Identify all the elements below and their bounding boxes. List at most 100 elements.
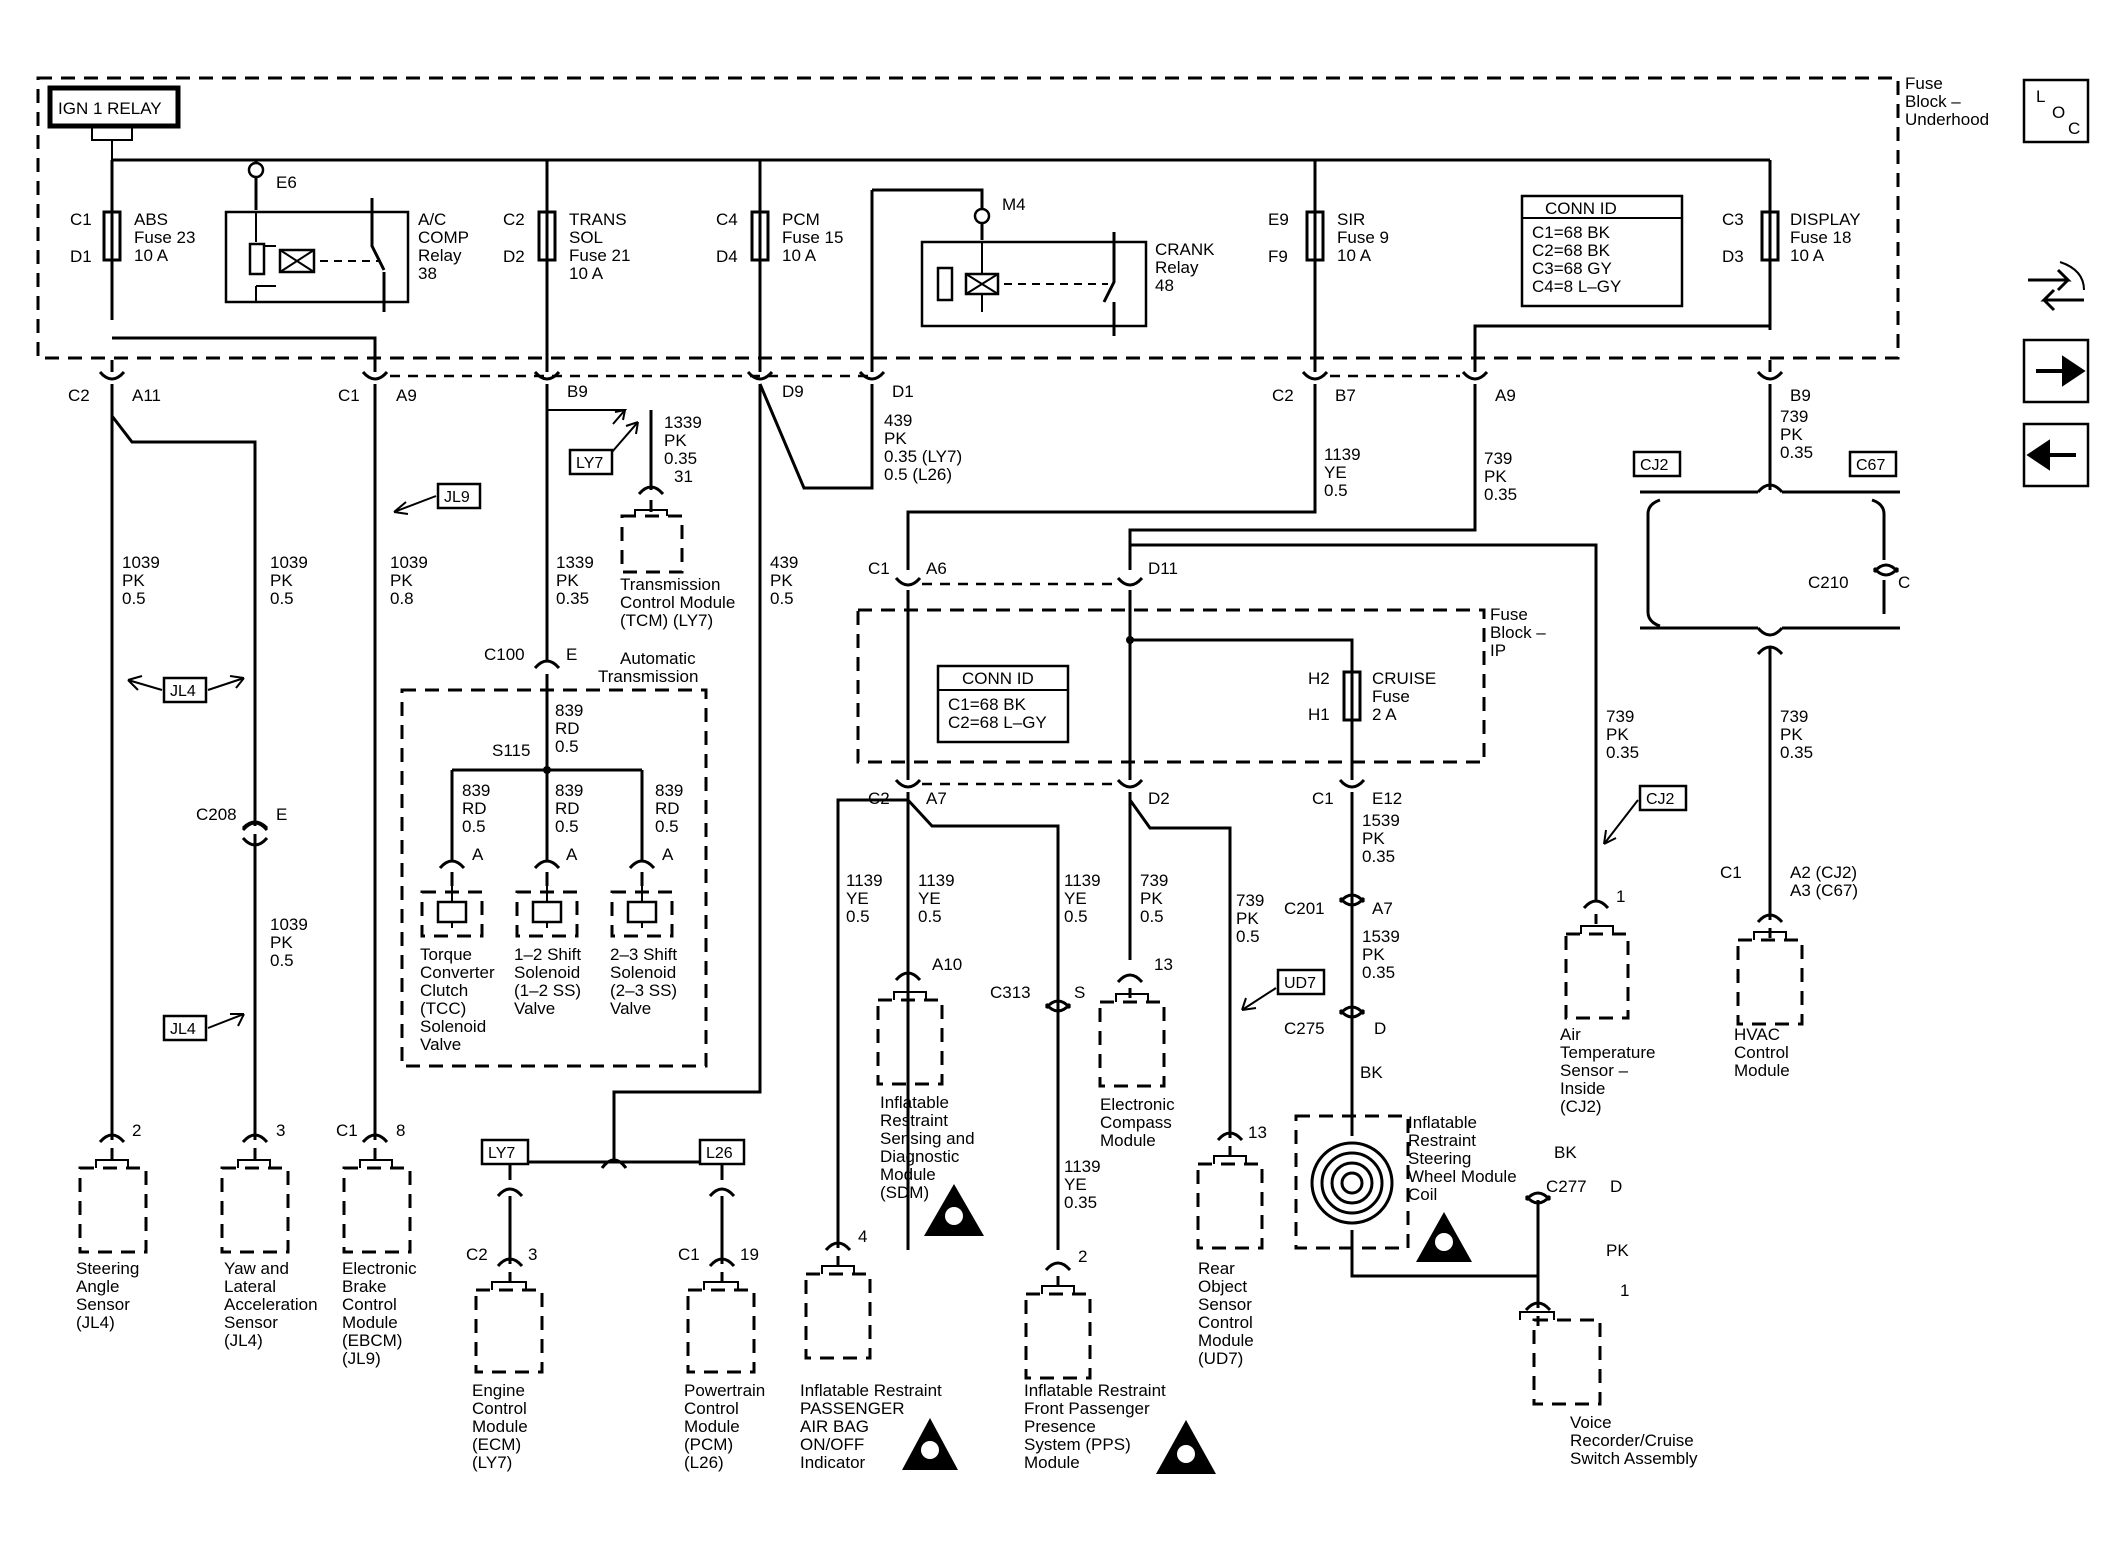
svg-text:1039: 1039 — [270, 553, 308, 572]
ebcm[interactable]: C1 8 Electronic Brake Control Module (EB… — [336, 1121, 417, 1368]
svg-text:Module: Module — [684, 1417, 740, 1436]
connector-c208: C208 E — [196, 805, 287, 847]
svg-text:Rear: Rear — [1198, 1259, 1235, 1278]
shift-solenoid-2-3[interactable]: A 2–3 Shift Solenoid (2–3 SS) Valve — [610, 845, 677, 1018]
svg-text:Valve: Valve — [514, 999, 555, 1018]
svg-text:CJ2: CJ2 — [1640, 457, 1669, 474]
svg-text:4: 4 — [858, 1227, 867, 1246]
hvac-control-module[interactable]: C1 A2 (CJ2) A3 (C67) HVAC Control Module — [1720, 863, 1858, 1080]
svg-text:Solenoid: Solenoid — [514, 963, 580, 982]
loc-button[interactable]: L O C — [2022, 78, 2090, 144]
svg-text:(JL4): (JL4) — [224, 1331, 263, 1350]
svg-text:YE: YE — [1324, 463, 1347, 482]
svg-text:2 A: 2 A — [1372, 705, 1397, 724]
fuse-display: C3 D3 DISPLAY Fuse 18 10 A — [1722, 210, 1861, 266]
svg-text:E12: E12 — [1372, 789, 1402, 808]
svg-text:0.5: 0.5 — [918, 907, 942, 926]
pps-module[interactable]: 2 Inflatable Restraint Front Passenger P… — [1024, 1247, 1216, 1474]
svg-text:Underhood: Underhood — [1905, 110, 1989, 129]
voice-recorder-switch[interactable]: BK C277 D PK 1 Voice Recorder/Cruise Swi… — [1519, 1143, 1698, 1468]
svg-text:1139: 1139 — [918, 871, 955, 890]
svg-text:Control Module: Control Module — [620, 593, 735, 612]
svg-text:C1: C1 — [678, 1245, 700, 1264]
svg-text:Coil: Coil — [1408, 1185, 1437, 1204]
airbag-onoff-indicator[interactable]: 4 Inflatable Restraint PASSENGER AIR BAG… — [800, 1227, 958, 1472]
svg-text:Module: Module — [342, 1313, 398, 1332]
svg-text:C2: C2 — [503, 210, 525, 229]
svg-text:Air: Air — [1560, 1025, 1581, 1044]
shift-solenoid-1-2[interactable]: A 1–2 Shift Solenoid (1–2 SS) Valve — [514, 845, 581, 1018]
svg-text:YE: YE — [846, 889, 869, 908]
svg-text:PK: PK — [1362, 829, 1385, 848]
svg-text:RD: RD — [555, 719, 580, 738]
electronic-compass-module[interactable]: 13 Electronic Compass Module — [1098, 955, 1175, 1150]
underhood-connector-row — [98, 360, 1784, 381]
swap-icon[interactable] — [2028, 261, 2085, 312]
svg-text:739: 739 — [1140, 871, 1168, 890]
svg-text:739: 739 — [1606, 707, 1634, 726]
connector-c313: C313 S — [990, 983, 1085, 1013]
arrow-right-icon[interactable] — [2022, 338, 2090, 404]
svg-text:PK: PK — [1362, 945, 1385, 964]
pcm[interactable]: C1 19 Powertrain Control Module (PCM) (L… — [678, 1245, 765, 1472]
svg-text:B7: B7 — [1335, 386, 1356, 405]
svg-text:439: 439 — [770, 553, 798, 572]
svg-text:CONN ID: CONN ID — [1545, 199, 1617, 218]
svg-text:C4=8 L–GY: C4=8 L–GY — [1532, 277, 1621, 296]
ign1-relay: IGN 1 RELAY — [47, 85, 181, 160]
svg-text:Torque: Torque — [420, 945, 472, 964]
svg-text:JL4: JL4 — [170, 683, 196, 700]
svg-text:2: 2 — [1078, 1247, 1087, 1266]
svg-text:Diagnostic: Diagnostic — [880, 1147, 960, 1166]
steering-wheel-coil[interactable]: Inflatable Restraint Steering Wheel Modu… — [1294, 1113, 1540, 1278]
wire-1039-ebcm: 1039 PK 0.8 — [390, 553, 428, 608]
svg-text:10 A: 10 A — [782, 246, 817, 265]
svg-text:739: 739 — [1780, 407, 1808, 426]
option-jl4-bottom: JL4 — [162, 1013, 245, 1042]
svg-text:Sensor –: Sensor – — [1560, 1061, 1629, 1080]
fuse-abs: C1 D1 ABS Fuse 23 10 A — [70, 210, 195, 266]
air-temp-sensor[interactable]: 1 Air Temperature Sensor – Inside (CJ2) — [1560, 887, 1655, 1116]
svg-text:Steering: Steering — [1408, 1149, 1471, 1168]
wire-839: 839 RD 0.5 S115 839 RD 0.5 839 RD 0.5 83… — [462, 701, 683, 836]
ecm[interactable]: C2 3 Engine Control Module (ECM) (LY7) — [466, 1245, 544, 1472]
svg-text:UD7: UD7 — [1284, 975, 1316, 992]
svg-text:A11: A11 — [132, 386, 161, 405]
svg-text:E: E — [276, 805, 287, 824]
svg-text:Block –: Block – — [1905, 92, 1961, 111]
svg-text:Angle: Angle — [76, 1277, 119, 1296]
tcc-solenoid[interactable]: A Torque Converter Clutch (TCC) Solenoid… — [420, 845, 495, 1054]
svg-text:Control: Control — [1198, 1313, 1253, 1332]
svg-text:Engine: Engine — [472, 1381, 525, 1400]
wire-1039-left: 1039 PK 0.5 — [122, 553, 160, 608]
svg-text:739: 739 — [1484, 449, 1512, 468]
svg-text:Inflatable Restraint: Inflatable Restraint — [1024, 1381, 1166, 1400]
svg-text:Automatic: Automatic — [620, 649, 696, 668]
svg-text:PK: PK — [664, 431, 687, 450]
svg-text:PK: PK — [1140, 889, 1163, 908]
svg-text:1–2 Shift: 1–2 Shift — [514, 945, 581, 964]
svg-text:0.5: 0.5 — [122, 589, 146, 608]
option-cj2-top: CJ2 — [1632, 450, 1682, 478]
svg-text:1539: 1539 — [1362, 811, 1400, 830]
svg-text:C208: C208 — [196, 805, 237, 824]
svg-text:(TCC): (TCC) — [420, 999, 466, 1018]
svg-text:439: 439 — [884, 411, 912, 430]
svg-text:Yaw and: Yaw and — [224, 1259, 289, 1278]
tcm[interactable]: Transmission Control Module (TCM) (LY7) — [620, 410, 735, 630]
sdm[interactable]: A10 Inflatable Restraint Sensing and Dia… — [876, 955, 984, 1236]
steering-angle-sensor[interactable]: 2 Steering Angle Sensor (JL4) — [76, 1121, 148, 1332]
svg-text:Valve: Valve — [610, 999, 651, 1018]
svg-text:JL9: JL9 — [444, 489, 470, 506]
svg-text:PK: PK — [770, 571, 793, 590]
yaw-sensor[interactable]: 3 Yaw and Lateral Acceleration Sensor (J… — [220, 1121, 318, 1350]
svg-text:Converter: Converter — [420, 963, 495, 982]
arrow-left-icon[interactable] — [2022, 422, 2090, 488]
svg-text:(PCM): (PCM) — [684, 1435, 733, 1454]
connector-c275: C275 D BK — [1284, 1005, 1386, 1082]
svg-text:0.8: 0.8 — [390, 589, 414, 608]
svg-text:Fuse 23: Fuse 23 — [134, 228, 195, 247]
svg-text:Fuse 9: Fuse 9 — [1337, 228, 1389, 247]
rear-object-sensor-module[interactable]: 13 Rear Object Sensor Control Module (UD… — [1196, 1123, 1267, 1368]
svg-text:3: 3 — [528, 1245, 537, 1264]
